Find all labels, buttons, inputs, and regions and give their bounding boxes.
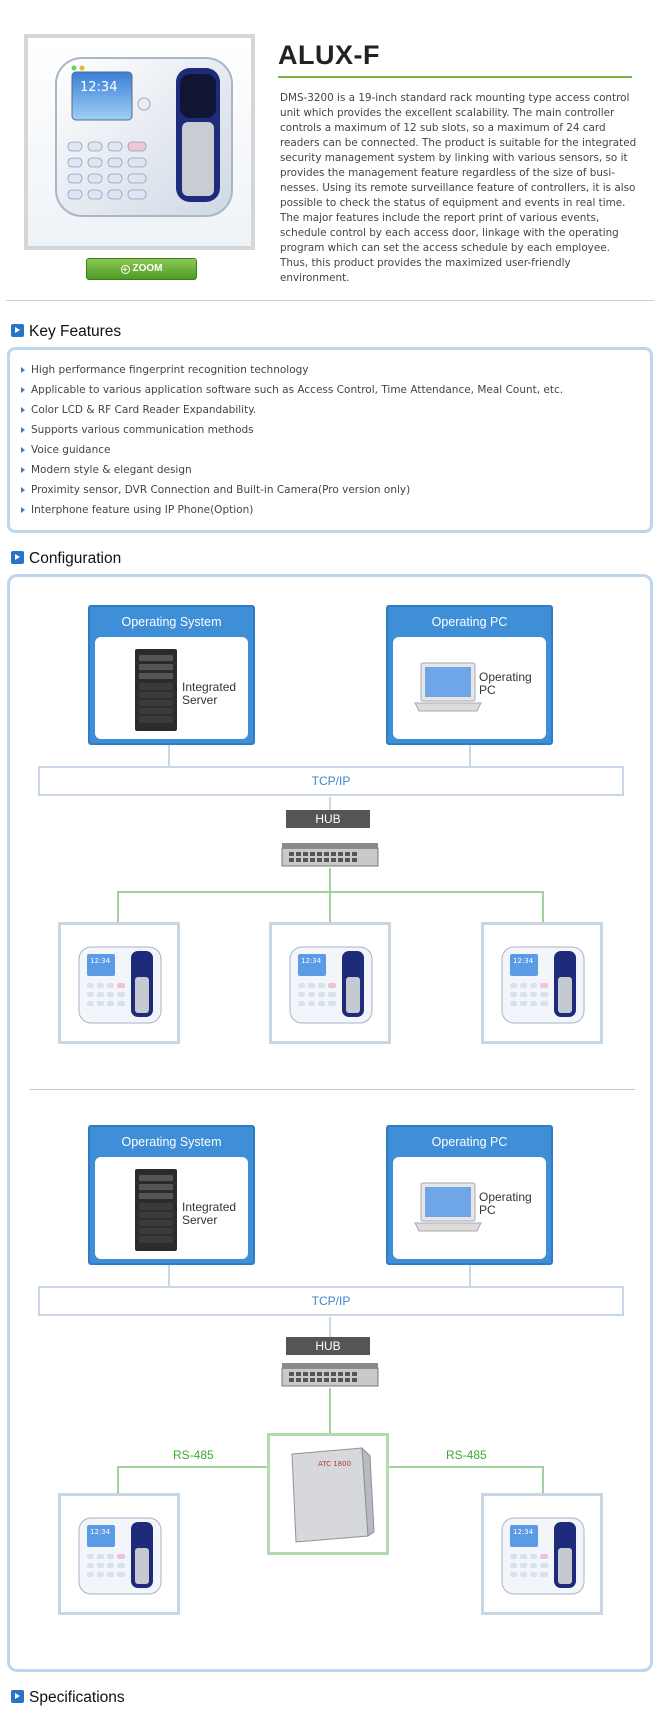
section-bullet-icon xyxy=(11,324,24,337)
feature-text: Applicable to various application softwa… xyxy=(31,384,564,396)
product-photo[interactable]: 12:34 xyxy=(24,34,255,250)
terminal-clock: 12:34 xyxy=(90,1528,111,1536)
zoom-button[interactable]: +ZOOM xyxy=(86,258,197,280)
fingerprint-terminal-icon: 12:34 xyxy=(289,946,373,1024)
pc-card: Operating PC xyxy=(393,637,546,739)
feature-item: Modern style & elegant design xyxy=(20,462,650,482)
server-caption: Integrated Server xyxy=(182,680,237,707)
operating-pc-panel: Operating PC Operating PC xyxy=(386,605,553,745)
laptop-icon xyxy=(414,1182,482,1232)
operating-system-panel: Operating System Integrated Server xyxy=(88,605,255,745)
bullet-triangle-icon xyxy=(21,447,25,453)
feature-item: Applicable to various application softwa… xyxy=(20,382,650,402)
feature-item: Interphone feature using IP Phone(Option… xyxy=(20,502,650,522)
controller-brand: ATC 1800 xyxy=(318,1460,351,1468)
fingerprint-terminal-icon: 12:34 xyxy=(501,1517,585,1595)
features-box: High performance fingerprint recognition… xyxy=(7,347,653,533)
rs485-right-label: RS-485 xyxy=(446,1448,487,1462)
tcp-ip-network-bar: TCP/IP xyxy=(38,766,624,796)
operating-pc-panel: Operating PC Operating PC xyxy=(386,1125,553,1265)
bullet-triangle-icon xyxy=(21,487,25,493)
section-bullet-icon xyxy=(11,551,24,564)
rs485-left-label: RS-485 xyxy=(173,1448,214,1462)
terminal-clock: 12:34 xyxy=(301,957,322,965)
section-bullet-icon xyxy=(11,1690,24,1703)
feature-text: Supports various communication methods xyxy=(31,424,254,436)
title-divider xyxy=(278,76,632,78)
operating-pc-title: Operating PC xyxy=(431,1135,508,1149)
product-header: 12:34 +ZOOM ALUX-F DMS-3200 is a 19-inch… xyxy=(0,0,660,300)
configuration-box xyxy=(7,574,653,1672)
zoom-plus-icon: + xyxy=(120,265,130,274)
fingerprint-terminal-icon: 12:34 xyxy=(501,946,585,1024)
fingerprint-terminal-image: 12:34 xyxy=(55,57,233,217)
configuration-heading: Configuration xyxy=(11,550,121,568)
feature-item: Supports various communication methods xyxy=(20,422,650,442)
feature-text: High performance fingerprint recognition… xyxy=(31,364,309,376)
bullet-triangle-icon xyxy=(21,367,25,373)
fingerprint-terminal-icon: 12:34 xyxy=(78,946,162,1024)
configuration-label: Configuration xyxy=(29,550,122,567)
server-card: Integrated Server xyxy=(95,1157,248,1259)
terminal-device: 12:34 xyxy=(58,1493,180,1615)
bullet-triangle-icon xyxy=(21,467,25,473)
pc-caption: Operating PC xyxy=(479,1190,532,1217)
tcp-ip-network-bar: TCP/IP xyxy=(38,1286,624,1316)
bullet-triangle-icon xyxy=(21,387,25,393)
zoom-label: ZOOM xyxy=(132,263,163,274)
product-description: DMS-3200 is a 19-inch standard rack moun… xyxy=(280,92,637,284)
hub-label: HUB xyxy=(286,810,370,828)
network-switch-icon xyxy=(281,1363,379,1387)
fingerprint-terminal-icon: 12:34 xyxy=(78,1517,162,1595)
feature-text: Interphone feature using IP Phone(Option… xyxy=(31,504,254,516)
terminal-clock: 12:34 xyxy=(513,957,534,965)
specifications-heading: Specifications xyxy=(11,1689,125,1707)
feature-item: Voice guidance xyxy=(20,442,650,462)
key-features-heading: Key Features xyxy=(11,323,121,341)
terminal-device: 12:34 xyxy=(269,922,391,1044)
server-card: Integrated Server xyxy=(95,637,248,739)
terminal-device: 12:34 xyxy=(481,1493,603,1615)
server-tower-icon xyxy=(135,1169,177,1251)
terminal-clock: 12:34 xyxy=(513,1528,534,1536)
server-tower-icon xyxy=(135,649,177,731)
feature-text: Color LCD & RF Card Reader Expandability… xyxy=(31,404,257,416)
specifications-label: Specifications xyxy=(29,1689,125,1706)
operating-pc-title: Operating PC xyxy=(431,615,508,629)
access-controller: ATC 1800 xyxy=(267,1433,389,1555)
model-title: ALUX-F xyxy=(278,40,380,70)
operating-system-title: Operating System xyxy=(121,1135,222,1149)
terminal-clock: 12:34 xyxy=(90,957,111,965)
feature-text: Modern style & elegant design xyxy=(31,464,192,476)
feature-text: Voice guidance xyxy=(31,444,111,456)
feature-item: Proximity sensor, DVR Connection and Bui… xyxy=(20,482,650,502)
device-clock: 12:34 xyxy=(80,80,117,95)
feature-text: Proximity sensor, DVR Connection and Bui… xyxy=(31,484,411,496)
network-switch-icon xyxy=(281,843,379,867)
terminal-device: 12:34 xyxy=(58,922,180,1044)
bullet-triangle-icon xyxy=(21,407,25,413)
server-caption: Integrated Server xyxy=(182,1200,237,1227)
feature-item: Color LCD & RF Card Reader Expandability… xyxy=(20,402,650,422)
hub-label: HUB xyxy=(286,1337,370,1355)
pc-card: Operating PC xyxy=(393,1157,546,1259)
bullet-triangle-icon xyxy=(21,507,25,513)
laptop-icon xyxy=(414,662,482,712)
feature-item: High performance fingerprint recognition… xyxy=(20,362,650,382)
key-features-label: Key Features xyxy=(29,323,122,340)
controller-cabinet-icon: ATC 1800 xyxy=(291,1446,375,1543)
operating-system-title: Operating System xyxy=(121,615,222,629)
diagram-divider xyxy=(30,1089,635,1090)
terminal-device: 12:34 xyxy=(481,922,603,1044)
bullet-triangle-icon xyxy=(21,427,25,433)
operating-system-panel: Operating System Integrated Server xyxy=(88,1125,255,1265)
pc-caption: Operating PC xyxy=(479,670,532,697)
header-divider xyxy=(6,300,654,301)
